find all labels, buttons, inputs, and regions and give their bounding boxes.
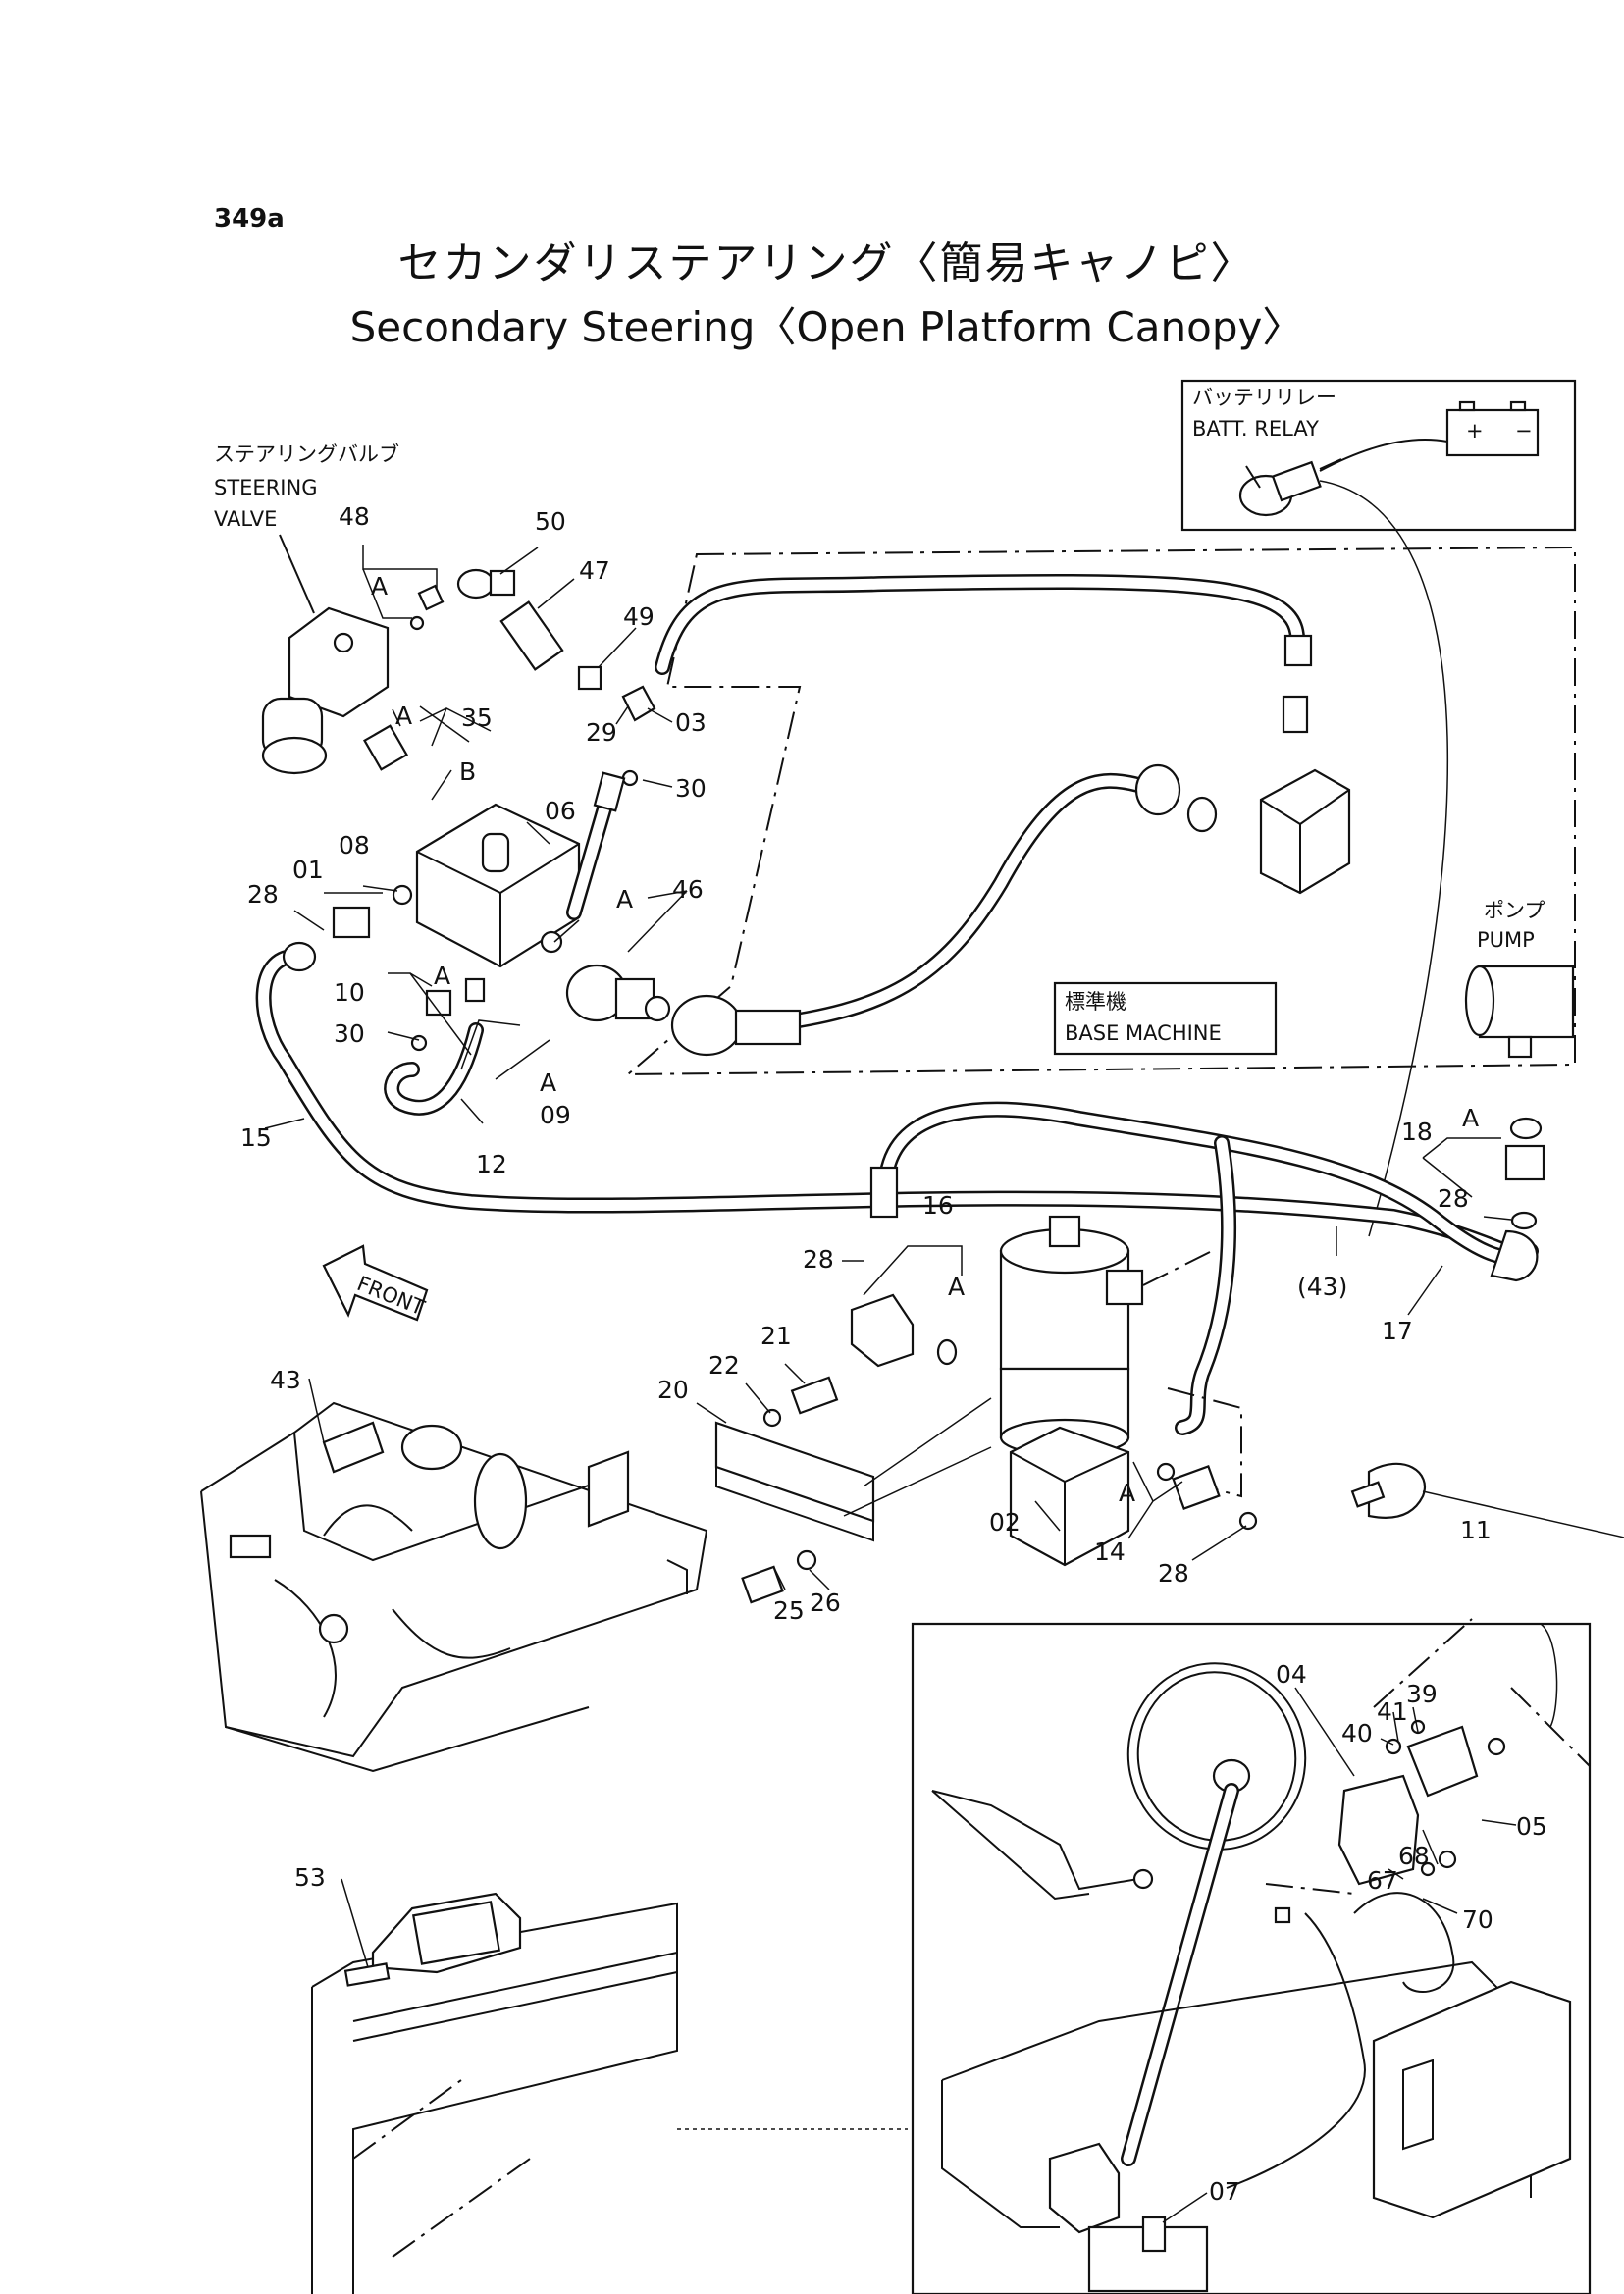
part-label: 20: [657, 1376, 689, 1404]
part-label: 41: [1377, 1697, 1408, 1726]
part-label: 47: [579, 556, 610, 585]
instrument-console: [311, 1892, 908, 2294]
page-number: 349a: [214, 204, 285, 234]
part-label: 48: [339, 502, 370, 531]
part-label: 30: [675, 774, 707, 803]
batt-relay-jp-caption: バッテリリレー: [1192, 386, 1336, 409]
battery-icon: + −: [1445, 400, 1540, 457]
base-machine-jp-caption: 標準機: [1065, 990, 1126, 1014]
manifold-block: [415, 803, 581, 968]
part-label: 30: [334, 1019, 365, 1048]
part-label: 50: [535, 507, 566, 536]
secondary-pump-motor: [999, 1215, 1144, 1567]
part-label: 25: [773, 1596, 805, 1625]
part-label: 43: [270, 1366, 301, 1394]
part-label: 29: [586, 718, 617, 747]
ref-mark-b: B: [459, 757, 476, 786]
part-label: 21: [760, 1322, 792, 1350]
part-label: 12: [476, 1150, 507, 1178]
front-arrow-icon: FRONT: [322, 1244, 429, 1322]
steering-valve-icon: [261, 534, 390, 775]
part-label: 14: [1094, 1538, 1126, 1566]
leader-lines: [264, 545, 1624, 2223]
part-label: 67: [1367, 1866, 1398, 1895]
part-label: 68: [1398, 1842, 1430, 1870]
reference-marks: A A B A A A A A A A: [371, 572, 1479, 1507]
steering-valve-jp-caption: ステアリングバルブ: [214, 443, 399, 466]
part-label: 26: [810, 1589, 841, 1617]
part-label: 28: [1438, 1184, 1469, 1213]
part-label: 46: [672, 875, 704, 904]
steering-valve-en-caption-2: VALVE: [214, 507, 277, 531]
part-label: 09: [540, 1101, 571, 1129]
batt-relay-en-caption: BATT. RELAY: [1192, 417, 1319, 441]
base-machine-en-caption: BASE MACHINE: [1065, 1021, 1222, 1045]
pump-icon: [1464, 965, 1575, 1059]
part-label: 10: [334, 978, 365, 1007]
ref-mark-a: A: [540, 1069, 556, 1097]
part-label: 03: [675, 708, 707, 737]
part-label: 28: [803, 1245, 834, 1274]
chassis-frame: [200, 1401, 708, 1773]
part-label: 39: [1406, 1680, 1438, 1708]
part-label: 02: [989, 1508, 1021, 1537]
base-machine-region: 標準機 BASE MACHINE ポンプ PUMP: [625, 546, 1576, 1076]
part-labels: 48 50 47 49 29 03 30 35 06 08 01 28 46 1…: [240, 502, 1547, 2206]
part-label: 04: [1276, 1660, 1307, 1689]
part-label: 28: [1158, 1559, 1189, 1588]
fitting-parts: [332, 568, 671, 1052]
battery-cable: [1319, 480, 1449, 1237]
part-label: 70: [1462, 1905, 1493, 1934]
part-label: 35: [461, 704, 493, 732]
ref-mark-a: A: [616, 885, 633, 913]
part-label: 11: [1460, 1516, 1492, 1544]
batt-relay-box: バッテリリレー BATT. RELAY + −: [1180, 379, 1577, 532]
ref-mark-a: A: [434, 962, 450, 990]
title-english: Secondary Steering〈Open Platform Canopy〉: [349, 303, 1304, 351]
pump-en-caption: PUMP: [1477, 928, 1535, 952]
part-label: 40: [1341, 1719, 1373, 1747]
pump-jp-caption: ポンプ: [1484, 899, 1545, 922]
part-label: 05: [1516, 1812, 1547, 1841]
part-label: 17: [1382, 1317, 1413, 1345]
steering-valve-en-caption-1: STEERING: [214, 476, 317, 499]
part-label: 08: [339, 831, 370, 860]
ref-mark-a: A: [395, 702, 412, 730]
battery-minus: −: [1515, 419, 1533, 443]
part-label: 18: [1401, 1118, 1433, 1146]
part-label: 53: [294, 1863, 326, 1892]
part-label: 49: [623, 602, 655, 631]
part-label: 15: [240, 1123, 272, 1152]
part-label: 28: [247, 880, 279, 909]
battery-plus: +: [1466, 419, 1484, 443]
part-label: 01: [292, 856, 324, 884]
batt-relay-icon: [1238, 458, 1342, 517]
part-label: 07: [1209, 2177, 1240, 2206]
part-label: (43): [1297, 1273, 1347, 1301]
part-label: 06: [545, 797, 576, 825]
ref-mark-a: A: [1119, 1479, 1135, 1507]
part-label: 22: [708, 1351, 740, 1380]
ref-mark-a: A: [371, 572, 388, 600]
title-japanese: セカンダリステアリング〈簡易キャノピ〉: [397, 238, 1256, 288]
cab-detail-inset: [911, 1618, 1592, 2294]
ref-mark-a: A: [948, 1273, 965, 1301]
ref-mark-a: A: [1462, 1104, 1479, 1132]
part-label: 16: [922, 1191, 954, 1220]
